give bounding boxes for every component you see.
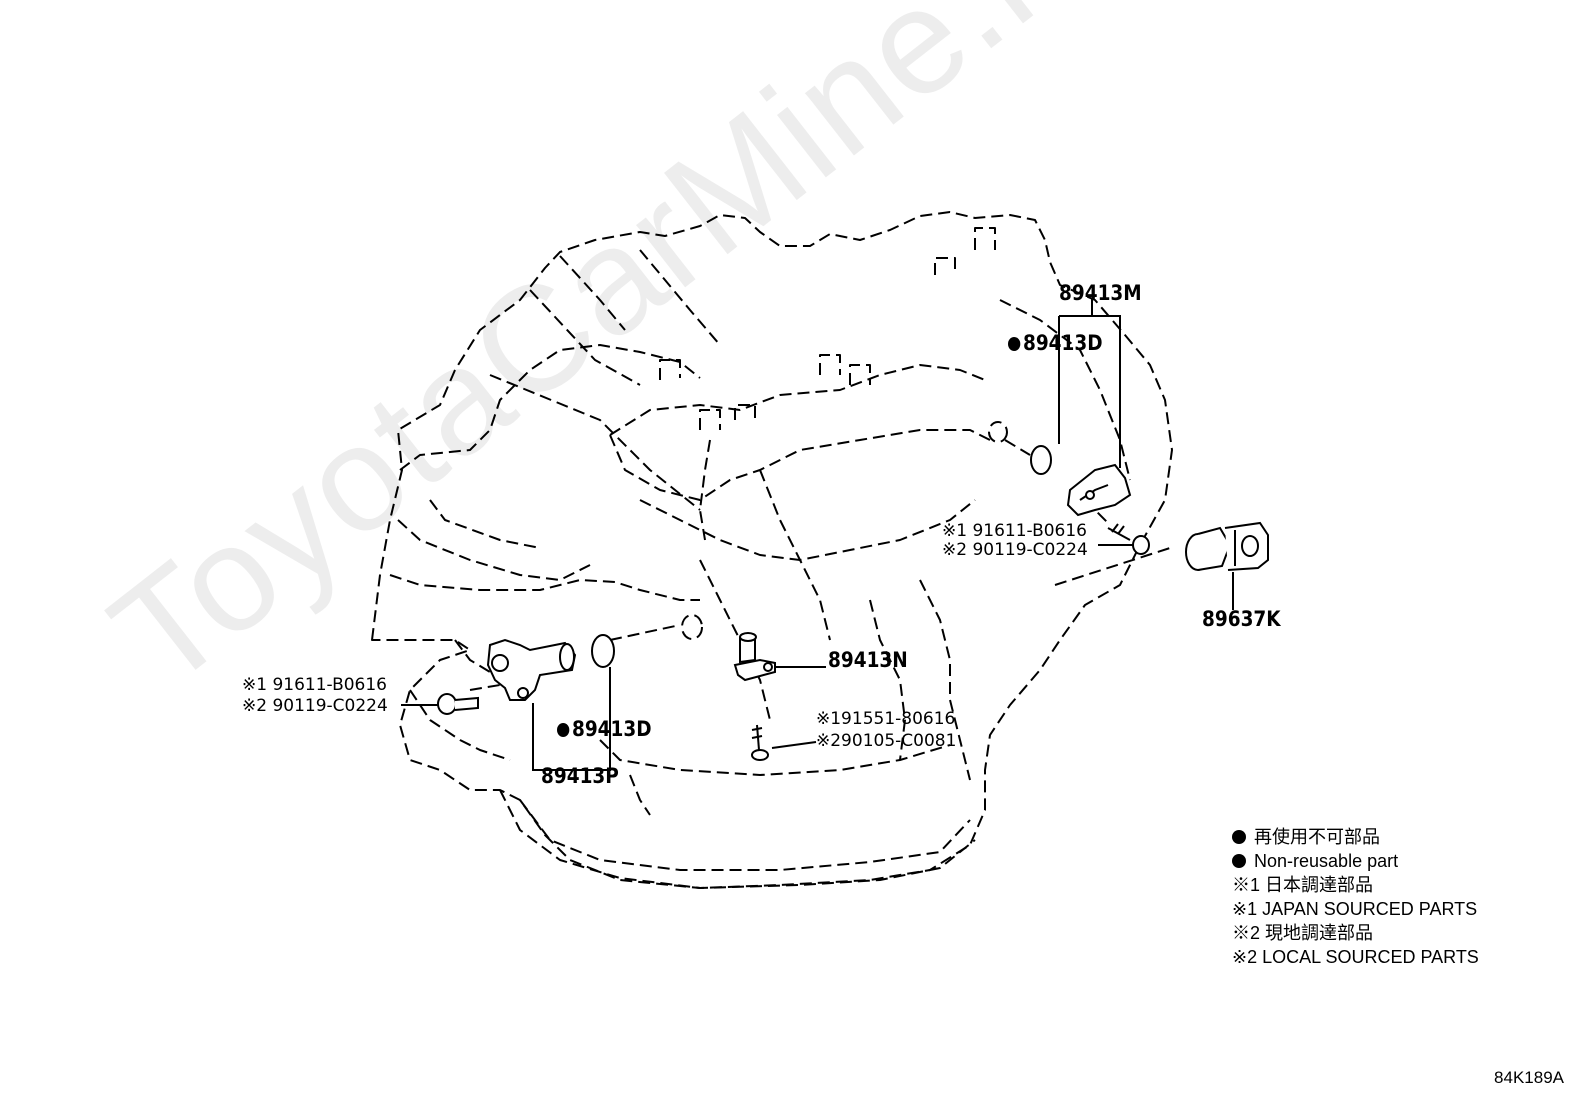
bolt-middle bbox=[751, 724, 769, 761]
label-89413D-top-text: 89413D bbox=[1022, 331, 1103, 355]
legend-en-local: ※2 LOCAL SOURCED PARTS bbox=[1232, 947, 1479, 967]
bolt-right bbox=[1107, 523, 1150, 555]
label-89413D-top: 89413D bbox=[1008, 331, 1103, 355]
legend-en-japan: ※1 JAPAN SOURCED PARTS bbox=[1232, 899, 1478, 919]
legend-jp-nonreusable: 再使用不可部品 bbox=[1232, 825, 1479, 849]
label-91611-left: ※1 91611-B0616 bbox=[242, 675, 387, 695]
label-89413D-bottom-text: 89413D bbox=[571, 717, 652, 741]
bolt-left bbox=[437, 693, 479, 715]
label-89413N: 89413N bbox=[828, 648, 908, 672]
non-reusable-dot-icon bbox=[1232, 854, 1246, 868]
leader-lines bbox=[401, 298, 1234, 771]
label-89413P: 89413P bbox=[541, 764, 619, 788]
transmission-housing-outline bbox=[371, 211, 1173, 889]
legend-en-nonreusable-text: Non-reusable part bbox=[1254, 851, 1399, 871]
speed-sensor-89413N bbox=[733, 632, 776, 682]
legend-en-nonreusable: Non-reusable part bbox=[1232, 849, 1479, 873]
label-90105: ※290105-C0081 bbox=[816, 731, 957, 751]
non-reusable-dot-icon bbox=[1232, 830, 1246, 844]
label-90119-right: ※2 90119-C0224 bbox=[942, 540, 1088, 560]
label-91551: ※191551-80616 bbox=[816, 709, 956, 729]
label-91611-right: ※1 91611-B0616 bbox=[942, 521, 1087, 541]
legend: 再使用不可部品 Non-reusable part ※1 日本調達部品 ※1 J… bbox=[1232, 825, 1479, 969]
non-reusable-dot-icon bbox=[557, 723, 570, 737]
legend-jp-japan: ※1 日本調達部品 bbox=[1232, 875, 1374, 895]
label-90119-left: ※2 90119-C0224 bbox=[242, 696, 388, 716]
legend-jp-nonreusable-text: 再使用不可部品 bbox=[1254, 827, 1381, 847]
non-reusable-dot-icon bbox=[1008, 337, 1021, 351]
label-89413M: 89413M bbox=[1059, 281, 1142, 305]
speed-sensor-89413P bbox=[486, 638, 577, 701]
o-ring-top bbox=[1030, 445, 1052, 475]
speed-sensor-89413M bbox=[1066, 463, 1132, 517]
pressure-sensor-89637K bbox=[1185, 521, 1269, 571]
o-ring-left bbox=[591, 634, 615, 668]
label-89637K: 89637K bbox=[1202, 607, 1281, 631]
part-drawings bbox=[437, 445, 1269, 761]
legend-jp-local: ※2 現地調達部品 bbox=[1232, 923, 1374, 943]
diagram-code: 84K189A bbox=[1494, 1068, 1564, 1087]
label-89413D-bottom: 89413D bbox=[557, 717, 652, 741]
